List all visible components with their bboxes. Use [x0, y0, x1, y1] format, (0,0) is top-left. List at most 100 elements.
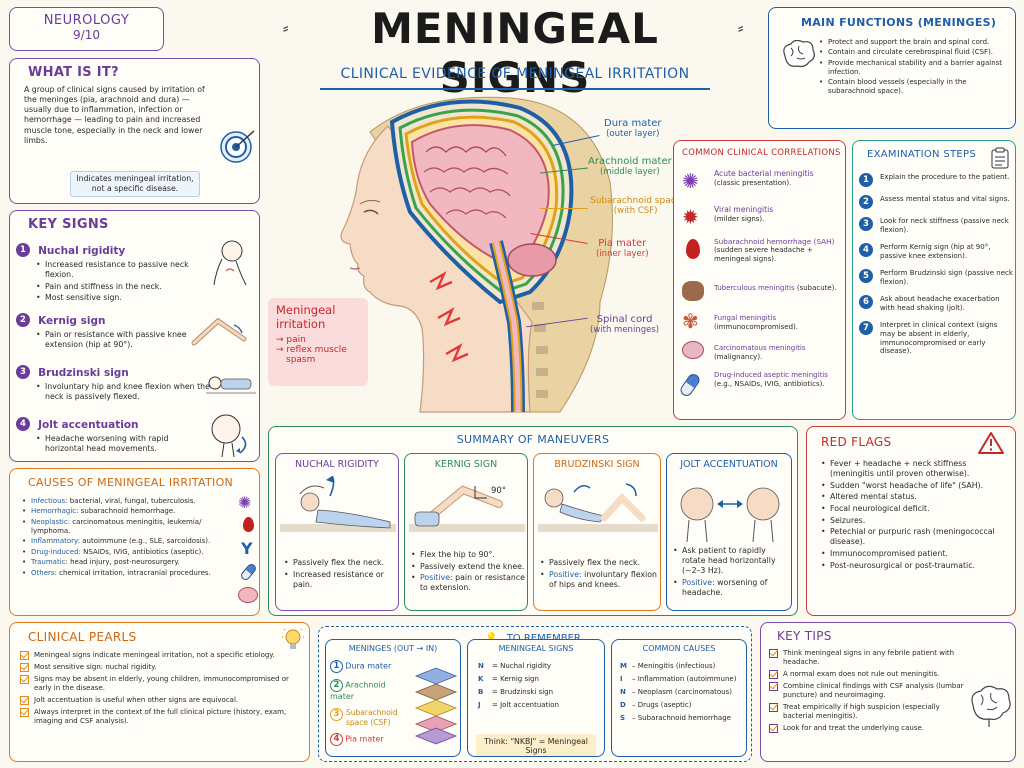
mnemonic-text: = Brudzinski sign	[492, 687, 554, 696]
red-flag-item: Immunocompromised patient.	[821, 549, 1011, 559]
key-sign-title: Brudzinski sign	[38, 367, 129, 379]
mnemonic-letter: M	[620, 662, 627, 670]
meninges-layer: 2 Arachnoid mater	[330, 679, 410, 702]
main-functions-heading: MAIN FUNCTIONS (MENINGES)	[801, 16, 997, 29]
layer-name: Dura mater	[345, 661, 392, 671]
cause-label: Inflammatory:	[31, 537, 81, 546]
nuchal-card: NUCHAL RIGIDITY Passively flex the neck.…	[275, 453, 399, 611]
step-text: Assess mental status and vital signs.	[880, 195, 1010, 203]
tip-text: A normal exam does not rule out meningit…	[783, 669, 940, 678]
layer-number: 1	[330, 660, 343, 673]
red-flag-item: Seizures.	[821, 516, 1011, 526]
subarachnoid-name: Subarachnoid space	[590, 196, 682, 206]
what-is-it-panel: WHAT IS IT? A group of clinical signs ca…	[9, 58, 260, 204]
cause-item: Hemorrhagic: subarachnoid hemorrhage.	[22, 507, 236, 516]
correlation-name: Drug-induced aseptic meningitis	[714, 371, 828, 379]
layer-number: 3	[330, 708, 343, 722]
key-sign-number: 3	[16, 364, 30, 379]
maneuver-bullet: Flex the hip to 90°.	[411, 550, 527, 560]
correlation-item: Drug-induced aseptic meningitis(e.g., NS…	[678, 369, 840, 403]
cause-text: NSAIDs, IVIG, antibiotics (aseptic).	[83, 547, 204, 556]
arachnoid-name: Arachnoid mater	[588, 156, 672, 167]
key-sign-bullet: Headache worsening with rapid horizontal…	[36, 434, 201, 454]
meninges-layer: 3 Subarachnoid space (CSF)	[330, 708, 410, 727]
exam-step: 6 Ask about headache exacerbation with he…	[859, 294, 1013, 313]
tip-item: Think meningeal signs in any febrile pat…	[769, 649, 965, 667]
brudzinski-card: BRUDZINSKI SIGN Passively flex the neck.…	[533, 453, 661, 611]
mnemonic-letter: N	[620, 687, 626, 696]
label-cord: Spinal cord (with meninges)	[590, 314, 659, 335]
lightbulb-icon	[282, 627, 304, 649]
checkbox-icon	[20, 695, 29, 705]
key-sign-1: 1 Nuchal rigidity Increased resistance t…	[16, 239, 196, 305]
mnemonic-text: – Subarachnoid hemorrhage	[632, 713, 731, 722]
checkbox-icon	[20, 675, 29, 684]
red-flags-heading: RED FLAGS	[821, 435, 892, 449]
correlations-heading: COMMON CLINICAL CORRELATIONS	[682, 148, 841, 158]
key-signs-heading: KEY SIGNS	[28, 217, 109, 232]
cause-item: Others: chemical irritation, intracrania…	[22, 569, 236, 578]
blood-drop-icon	[243, 517, 254, 532]
checkbox-icon	[769, 681, 778, 691]
layer-number: 4	[330, 733, 343, 747]
tip-text: Think meningeal signs in any febrile pat…	[783, 649, 955, 666]
correlation-name: Tuberculous meningitis	[714, 284, 795, 292]
cause-item: Inflammatory: autoimmune (e.g., SLE, sar…	[22, 537, 236, 546]
kernig-illustration	[409, 485, 525, 532]
maneuvers-heading: SUMMARY OF MANEUVERS	[456, 433, 610, 446]
pearl-item: Always interpret in the context of the f…	[20, 707, 304, 726]
pearl-item: Jolt accentuation is useful when other s…	[20, 695, 304, 705]
pearl-text: Always interpret in the context of the f…	[34, 707, 287, 725]
checkbox-icon	[769, 723, 778, 733]
target-icon	[220, 130, 255, 163]
mnemonic-row: J= Jolt accentuation	[478, 701, 602, 710]
mnemonic-text: – Drugs (aseptic)	[632, 700, 692, 709]
mnemonic-row: K= Kernig sign	[478, 675, 602, 684]
correlation-item: ✹ Viral meningitis(milder signs).	[680, 203, 840, 237]
brain-icon	[971, 685, 1011, 727]
subtitle-underline	[320, 88, 710, 90]
red-flags-panel: RED FLAGS Fever + headache + neck stiffn…	[806, 426, 1016, 616]
correlation-note: (classic presentation).	[714, 178, 792, 187]
checkbox-icon	[769, 669, 778, 679]
maneuver-bullet: Passively flex the neck.	[284, 558, 396, 568]
kernig-card: KERNIG SIGN 90° Flex the hip to 90°. Pas…	[404, 453, 528, 611]
pearl-text: Meningeal signs indicate meningeal irrit…	[34, 651, 275, 659]
correlation-list: ✺ Acute bacterial meningitis(classic pre…	[678, 167, 840, 403]
checkbox-icon	[20, 707, 29, 717]
key-sign-bullet: Increased resistance to passive neck fle…	[36, 260, 196, 280]
correlation-note: (malignancy).	[714, 352, 763, 361]
tip-text: Treat empirically if high suspicion (esp…	[783, 702, 940, 720]
red-flag-item: Fever + headache + neck stiffness (menin…	[821, 459, 1011, 479]
correlation-note: (milder signs).	[714, 214, 765, 223]
mnemonic-letter: J	[478, 700, 481, 709]
mnemonic-text: – Inflammation (autoimmune)	[632, 674, 737, 683]
correlation-item: Carcinomatous meningitis (malignancy).	[680, 339, 840, 369]
mnemonic-letter: S	[620, 713, 626, 722]
pearl-item: Most sensitive sign: nuchal rigidity.	[20, 663, 304, 672]
irritation-line: spasm	[286, 354, 316, 365]
positive-text: worsening of headache.	[682, 577, 768, 597]
badge-line1: NEUROLOGY	[43, 13, 130, 28]
key-sign-bullet: Pain and stiffness in the neck.	[36, 282, 196, 292]
mnemonic-text: – Neoplasm (carcinomatous)	[632, 687, 732, 696]
checkbox-icon	[769, 649, 778, 658]
mnemonic-text: = Nuchal rigidity	[492, 662, 551, 670]
key-sign-number: 4	[16, 416, 30, 431]
function-item: Contain and circulate cerebrospinal flui…	[819, 48, 1009, 57]
layer-number: 2	[330, 679, 343, 692]
step-text: Ask about headache exacerbation with hea…	[880, 294, 1000, 312]
checkbox-icon	[20, 651, 29, 660]
tip-text: Combine clinical findings with CSF analy…	[783, 681, 964, 699]
fungus-icon: ✾	[682, 309, 699, 333]
clinical-pearls-panel: CLINICAL PEARLS Meningeal signs indicate…	[9, 622, 310, 762]
correlation-name: Acute bacterial meningitis	[714, 169, 814, 178]
head-rotation-icon	[211, 414, 247, 458]
step-text: Explain the procedure to the patient.	[880, 173, 1010, 181]
step-number: 6	[859, 294, 873, 309]
checkbox-icon	[769, 702, 778, 712]
red-flag-item: Petechial or purpuric rash (meningococca…	[821, 527, 1011, 547]
cause-text: chemical irritation, intracranial proced…	[59, 568, 211, 577]
meninges-layer: 4 Pia mater	[330, 733, 410, 747]
